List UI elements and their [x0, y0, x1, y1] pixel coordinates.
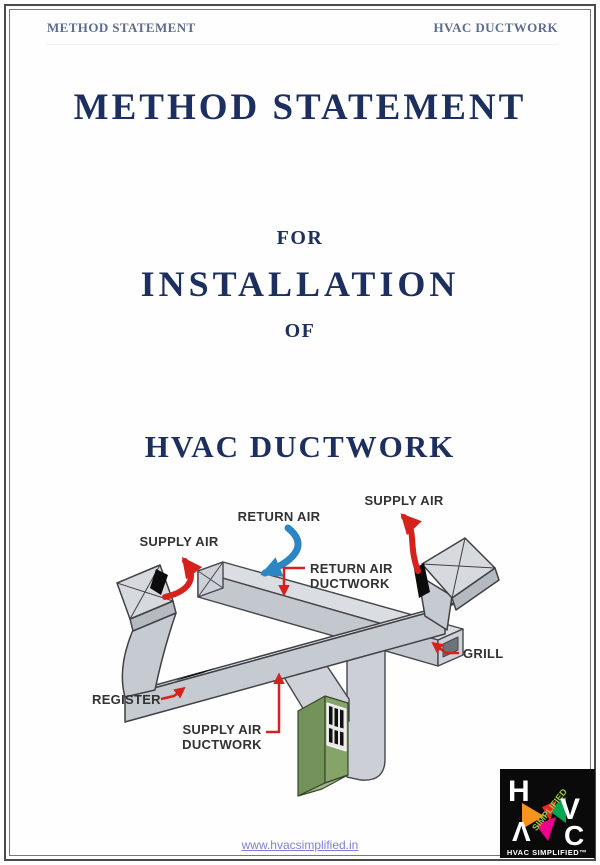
label-register: REGISTER: [92, 692, 161, 707]
register-slot: [175, 668, 215, 681]
website-link[interactable]: www.hvacsimplified.in: [241, 838, 359, 852]
right-supply-diffuser: [414, 537, 500, 631]
logo-red-arrow: [542, 801, 556, 821]
subject-title: HVAC DUCTWORK: [144, 429, 456, 464]
logo-green-arrow: [548, 797, 566, 823]
logo-caption: HVAC SIMPLIFIED™: [507, 848, 587, 857]
return-air-ductwork-leader: [278, 566, 305, 597]
header-right-text: HVAC DUCTWORK: [433, 20, 558, 35]
label-supply-air-ductwork-line1: SUPPLY AIR: [182, 722, 261, 737]
supply-air-arrow-left: [162, 556, 203, 600]
page-header: METHOD STATEMENT HVAC DUCTWORK: [47, 20, 558, 45]
supply-air-arrow-right: [400, 513, 422, 574]
label-grill: GRILL: [463, 646, 504, 661]
logo-letter-h: H: [508, 775, 530, 808]
furnace-unit: [297, 695, 349, 797]
left-supply-diffuser: [116, 564, 177, 698]
label-return-air-ductwork-line1: RETURN AIR: [310, 561, 393, 576]
subtitle-for: FOR: [276, 227, 324, 249]
ductwork-illustration: SUPPLY AIR RETURN AIR SUPPLY AIR RETURN …: [92, 493, 504, 797]
subtitle-of: OF: [284, 320, 316, 342]
subtitle-installation: INSTALLATION: [140, 264, 460, 304]
register-leader: [160, 686, 186, 701]
hvac-simplified-logo: SIMPLIFIED H V Λ C HVAC SIMPLIFIED™: [500, 769, 595, 858]
return-air-arrow: [260, 524, 302, 577]
logo-graphic: SIMPLIFIED H V Λ C HVAC SIMPLIFIED™: [500, 769, 595, 858]
logo-magenta-arrow: [536, 817, 556, 841]
hvac-ductwork-diagram: SUPPLY AIR RETURN AIR SUPPLY AIR RETURN …: [55, 483, 545, 797]
furnace-louvers: [329, 706, 344, 746]
left-register-slot: [150, 569, 168, 595]
label-supply-air-right: SUPPLY AIR: [364, 493, 443, 508]
supply-air-ductwork-leader: [266, 672, 285, 734]
page-footer: www.hvacsimplified.in: [0, 838, 600, 852]
label-return-air-ductwork-line2: DUCTWORK: [310, 576, 390, 591]
label-return-air: RETURN AIR: [238, 509, 321, 524]
logo-letter-v: V: [560, 793, 580, 826]
logo-letter-c: C: [564, 820, 584, 851]
label-supply-air-left: SUPPLY AIR: [139, 534, 218, 549]
label-supply-air-ductwork-line2: DUCTWORK: [182, 737, 262, 752]
logo-letter-a: Λ: [512, 816, 531, 847]
grill-leader: [431, 641, 459, 655]
header-left-text: METHOD STATEMENT: [47, 20, 196, 35]
logo-orange-arrow: [522, 803, 544, 829]
document-title: METHOD STATEMENT: [73, 87, 527, 128]
return-drop-duct: [346, 634, 386, 781]
